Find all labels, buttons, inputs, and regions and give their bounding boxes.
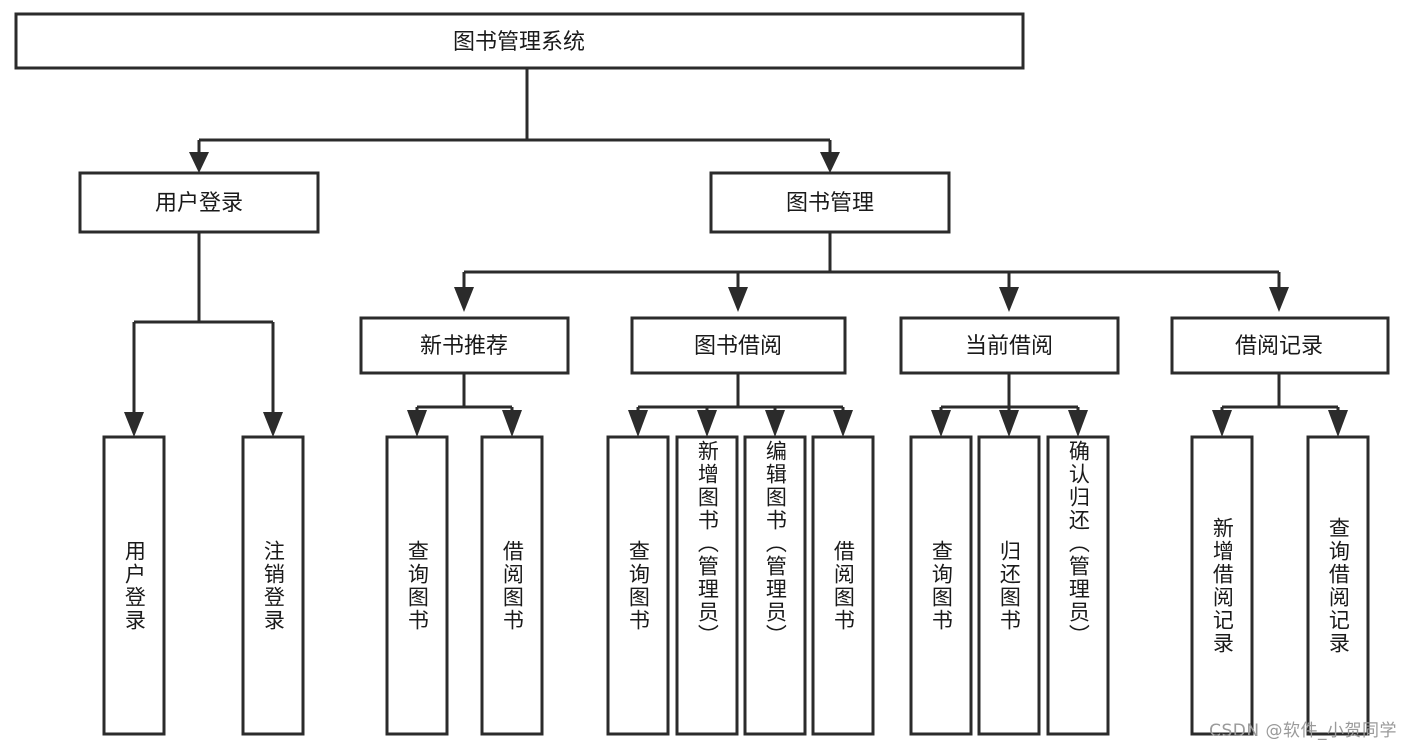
arrow-head-currentborrow-3 [1068, 410, 1088, 437]
arrow-head-root-2 [820, 152, 840, 173]
node-book-borrow-box[interactable] [630, 316, 847, 375]
arrow-head-bookborrow-1 [628, 410, 648, 437]
node-leaf-borrow-book-2-box[interactable] [811, 435, 875, 736]
node-leaf-return-book-box[interactable] [977, 435, 1041, 736]
arrow-head-user-login-2 [263, 412, 283, 437]
arrow-head-root-1 [189, 152, 209, 173]
arrow-head-newbook-2 [502, 410, 522, 437]
node-current-borrow-label: 当前借阅 [965, 334, 1053, 359]
node-leaf-add-record-box[interactable] [1190, 435, 1254, 736]
node-book-borrow[interactable]: 图书借阅 [630, 316, 847, 375]
node-leaf-user-login-box[interactable] [102, 435, 166, 736]
arrow-head-currentborrow-2 [999, 410, 1019, 437]
node-root[interactable]: 图书管理系统 [14, 12, 1025, 70]
node-leaf-add-book-box[interactable] [675, 435, 739, 736]
arrow-head-borrowrecord-2 [1328, 410, 1348, 437]
node-leaf-query-book-1-box[interactable] [385, 435, 449, 736]
node-new-book-recommend[interactable]: 新书推荐 [359, 316, 570, 375]
node-current-borrow-box[interactable] [899, 316, 1120, 375]
node-new-book-recommend-label: 新书推荐 [420, 334, 508, 359]
arrow-head-newbook-1 [407, 410, 427, 437]
node-new-book-recommend-box[interactable] [359, 316, 570, 375]
node-leaf-query-record-box[interactable] [1306, 435, 1370, 736]
node-leaf-borrow-book-1-box[interactable] [480, 435, 544, 736]
arrow-head-book-mgmt-1 [454, 287, 474, 312]
arrow-head-bookborrow-3 [765, 410, 785, 437]
arrow-head-borrowrecord-1 [1212, 410, 1232, 437]
arrow-head-book-mgmt-3 [999, 287, 1019, 312]
node-current-borrow[interactable]: 当前借阅 [899, 316, 1120, 375]
node-leaf-query-book-2-box[interactable] [606, 435, 670, 736]
node-leaf-edit-book-box[interactable] [743, 435, 807, 736]
node-book-management[interactable]: 图书管理 [709, 171, 951, 234]
arrow-head-currentborrow-1 [931, 410, 951, 437]
node-book-management-label: 图书管理 [786, 191, 874, 216]
node-borrow-record-box[interactable] [1170, 316, 1390, 375]
node-user-login[interactable]: 用户登录 [78, 171, 320, 234]
node-leaf-query-book-3-box[interactable] [909, 435, 973, 736]
arrow-head-bookborrow-2 [697, 410, 717, 437]
arrow-head-bookborrow-4 [833, 410, 853, 437]
watermark: CSDN @软件_小贺同学 [1209, 721, 1397, 741]
node-leaf-logout-box[interactable] [241, 435, 305, 736]
node-book-borrow-label: 图书借阅 [694, 334, 782, 359]
node-root-label: 图书管理系统 [453, 30, 585, 55]
arrow-head-book-mgmt-4 [1269, 287, 1289, 312]
arrow-head-book-mgmt-2 [728, 287, 748, 312]
node-borrow-record[interactable]: 借阅记录 [1170, 316, 1390, 375]
node-borrow-record-label: 借阅记录 [1235, 334, 1323, 359]
arrow-head-user-login-1 [124, 412, 144, 437]
node-root-box[interactable] [14, 12, 1025, 70]
node-book-management-box[interactable] [709, 171, 951, 234]
node-leaf-confirm-return-box[interactable] [1046, 435, 1110, 736]
node-user-login-label: 用户登录 [155, 191, 243, 216]
